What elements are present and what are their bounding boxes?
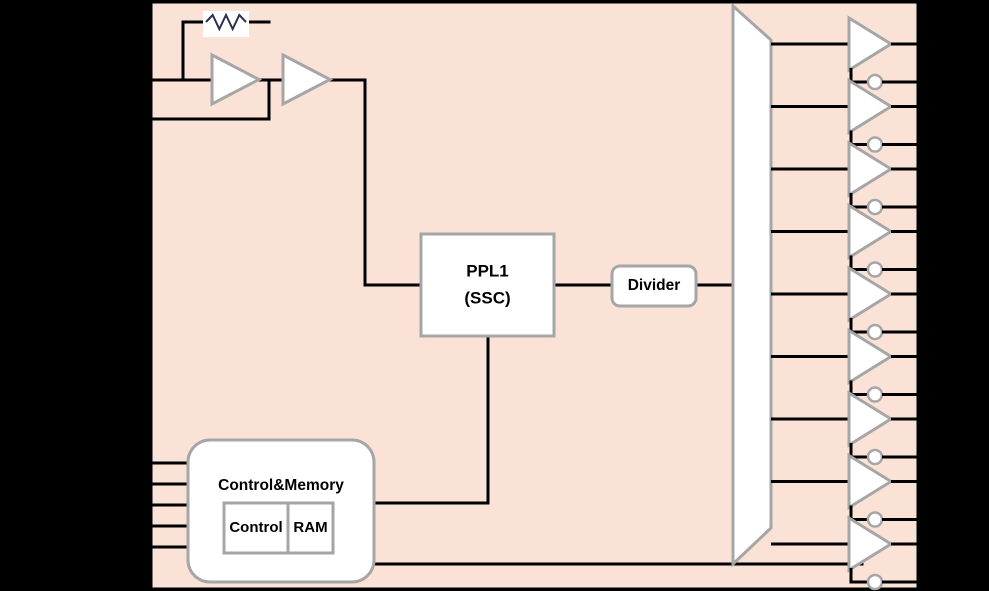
divider-block-label: Divider [628, 277, 681, 294]
output-driver-9-inverted-branch-wire [849, 568, 868, 584]
output-driver-4-inverter-bubble [866, 261, 884, 278]
output-driver-8-inverter-bubble [866, 511, 884, 528]
output-driver-1-buffer-triangle[interactable] [847, 15, 894, 73]
output-driver-7-inverter-bubble [866, 448, 884, 466]
output-driver-2-inverter-bubble [866, 136, 884, 153]
pll1-block[interactable]: PPL1 (SSC) [419, 232, 556, 338]
output-driver-6-buffer-triangle[interactable] [847, 327, 894, 386]
output-driver-2-buffer-triangle[interactable] [847, 77, 894, 136]
buffer-to-pll-wire [328, 78, 423, 287]
ctrl-to-pll-wire [372, 334, 490, 505]
output-driver-6-inverter-bubble [866, 386, 884, 403]
divider-block[interactable]: Divider [610, 264, 698, 308]
output-driver-3-inverter-bubble [866, 198, 884, 216]
crystal-feedback-resistor[interactable] [203, 11, 249, 37]
ram-sub-block-label: RAM [293, 519, 327, 536]
ram-sub-block-shape[interactable] [286, 501, 335, 555]
pll1-block-label: PPL1 [466, 261, 509, 280]
resistor-zigzag [205, 12, 247, 32]
output-driver-4-buffer-triangle[interactable] [847, 202, 894, 261]
output-driver-4[interactable] [771, 202, 918, 278]
output-driver-5-buffer-triangle[interactable] [847, 265, 894, 323]
divider-block-shape[interactable] [610, 264, 698, 308]
output-driver-5-inverter-bubble [866, 323, 884, 341]
pll1-block-shape[interactable] [419, 232, 556, 338]
ram-sub-block[interactable]: RAM [286, 501, 335, 555]
control-sub-block[interactable]: Control [222, 501, 290, 555]
output-driver-9-buffer-triangle[interactable] [847, 515, 894, 573]
output-driver-1[interactable] [771, 15, 918, 91]
output-driver-6[interactable] [771, 327, 918, 403]
output-driver-1-inverter-bubble [866, 73, 884, 91]
control-sub-block-label: Control [229, 519, 282, 536]
output-driver-7[interactable] [771, 390, 918, 466]
pll1-block-label-2: (SSC) [464, 288, 510, 307]
control-memory-block-label: Control&Memory [218, 477, 344, 494]
output-driver-8[interactable] [771, 452, 918, 528]
output-driver-5[interactable] [771, 265, 918, 341]
xtal-out-wire [149, 78, 271, 121]
output-driver-3-buffer-triangle[interactable] [847, 140, 894, 198]
output-driver-8-buffer-triangle[interactable] [847, 452, 894, 511]
output-driver-9-inverter-bubble [866, 573, 884, 591]
oscillator-output-buffer[interactable] [281, 52, 334, 107]
output-mux[interactable] [731, 2, 773, 568]
oscillator-amplifier[interactable] [210, 52, 263, 107]
output-driver-9[interactable] [771, 515, 918, 591]
output-driver-2[interactable] [771, 77, 918, 153]
output-driver-7-buffer-triangle[interactable] [847, 390, 894, 448]
